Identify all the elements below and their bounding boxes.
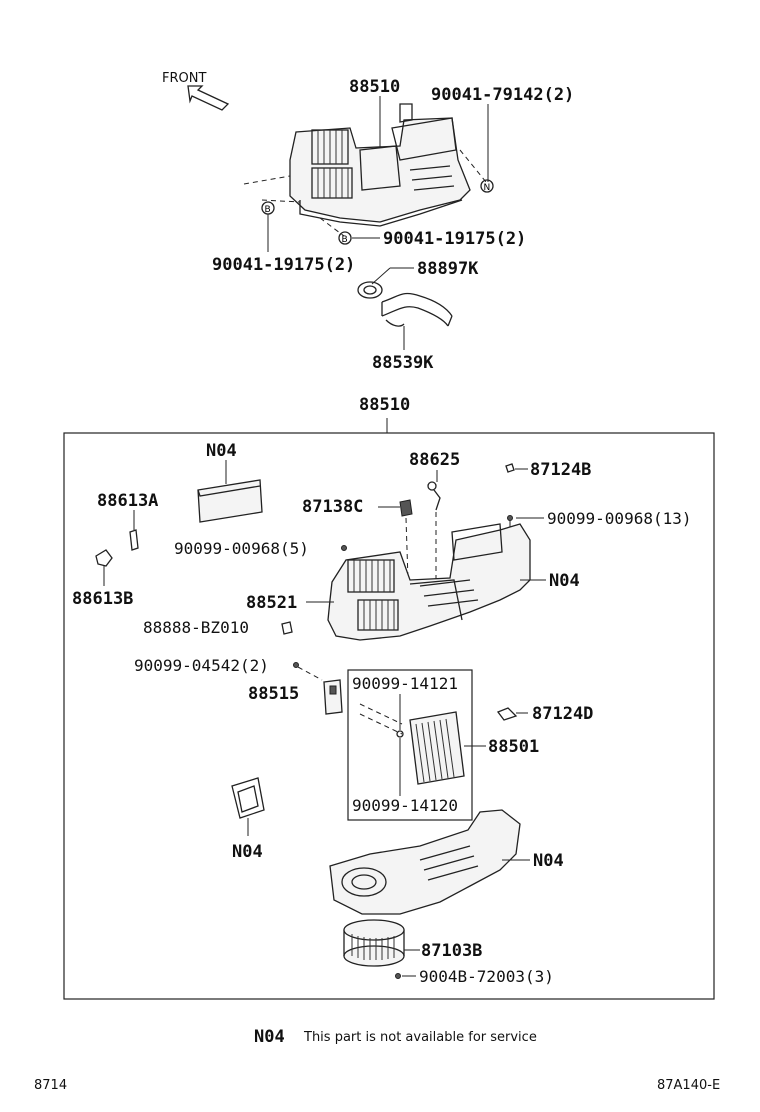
screw-marker-b-right-icon: B [338, 231, 352, 245]
screw-13-drawing [507, 515, 544, 530]
front-direction-indicator: FRONT [162, 71, 230, 111]
clip-87124d-drawing [496, 707, 528, 721]
legend-code: N04 [254, 1027, 285, 1047]
label-88539k: 88539K [372, 353, 434, 373]
part-88515-drawing [323, 679, 343, 715]
label-90099-14120: 90099-14120 [352, 796, 458, 815]
label-n04-lower: N04 [533, 851, 564, 871]
front-label: FRONT [162, 71, 206, 86]
svg-text:B: B [265, 205, 271, 215]
label-88613a: 88613A [97, 491, 158, 511]
heater-core-subframe [347, 669, 473, 821]
heater-case-drawing [306, 523, 546, 641]
label-90041-19175-right: 90041-19175(2) [383, 229, 526, 249]
screw-5-drawing [341, 545, 347, 551]
label-90041-79142: 90041-79142(2) [431, 85, 574, 105]
legend-text: This part is not available for service [303, 1030, 537, 1045]
part-88613a-drawing [129, 510, 139, 551]
label-88501: 88501 [488, 737, 539, 757]
svg-text:N: N [484, 183, 491, 193]
label-87103b: 87103B [421, 941, 482, 961]
top-leader-lines [243, 96, 489, 350]
clip-87124b-drawing [505, 463, 528, 473]
drain-hose-drawing [381, 292, 453, 327]
label-88613b: 88613B [72, 589, 133, 609]
air-filter-drawing [197, 460, 263, 523]
screw-marker-b-left-icon: B [261, 201, 275, 215]
upper-hvac-unit-drawing [289, 103, 471, 227]
label-88510-top: 88510 [349, 77, 400, 97]
label-88510-box: 88510 [359, 395, 410, 415]
label-88625: 88625 [409, 450, 460, 470]
label-90041-19175-left: 90041-19175(2) [212, 255, 355, 275]
label-n04-seal: N04 [232, 842, 263, 862]
label-90099-00968-13: 90099-00968(13) [547, 509, 692, 528]
footer-right-code: 87A140-E [657, 1078, 720, 1093]
heater-core-drawing [359, 694, 486, 796]
front-arrow-icon [187, 85, 230, 111]
label-90099-00968-5: 90099-00968(5) [174, 539, 309, 558]
part-87138c-drawing [378, 499, 413, 581]
grommet-drawing [357, 281, 383, 299]
footer-left-code: 8714 [34, 1078, 67, 1093]
label-88521: 88521 [246, 593, 297, 613]
label-88515: 88515 [248, 684, 299, 704]
label-90099-14121: 90099-14121 [352, 674, 458, 693]
label-87124b: 87124B [530, 460, 591, 480]
svg-text:B: B [342, 235, 348, 245]
screw-04542-drawing [293, 662, 323, 681]
label-87138c: 87138C [302, 497, 363, 517]
label-90099-04542: 90099-04542(2) [134, 656, 269, 675]
label-88897k: 88897K [417, 259, 479, 279]
part-88888-bz010-drawing [281, 621, 293, 635]
blower-case-drawing [329, 809, 530, 915]
part-88613b-drawing [95, 549, 113, 586]
label-88888-bz010: 88888-BZ010 [143, 618, 249, 637]
exploded-view-frame [63, 432, 715, 1000]
sensor-88625-drawing [427, 470, 441, 580]
label-9004b-72003: 9004B-72003(3) [419, 967, 554, 986]
blower-motor-drawing [343, 919, 420, 979]
seal-drawing [231, 777, 265, 836]
label-n04-filter: N04 [206, 441, 237, 461]
screw-marker-n-icon: N [480, 179, 494, 193]
label-87124d: 87124D [532, 704, 593, 724]
label-n04-case: N04 [549, 571, 580, 591]
